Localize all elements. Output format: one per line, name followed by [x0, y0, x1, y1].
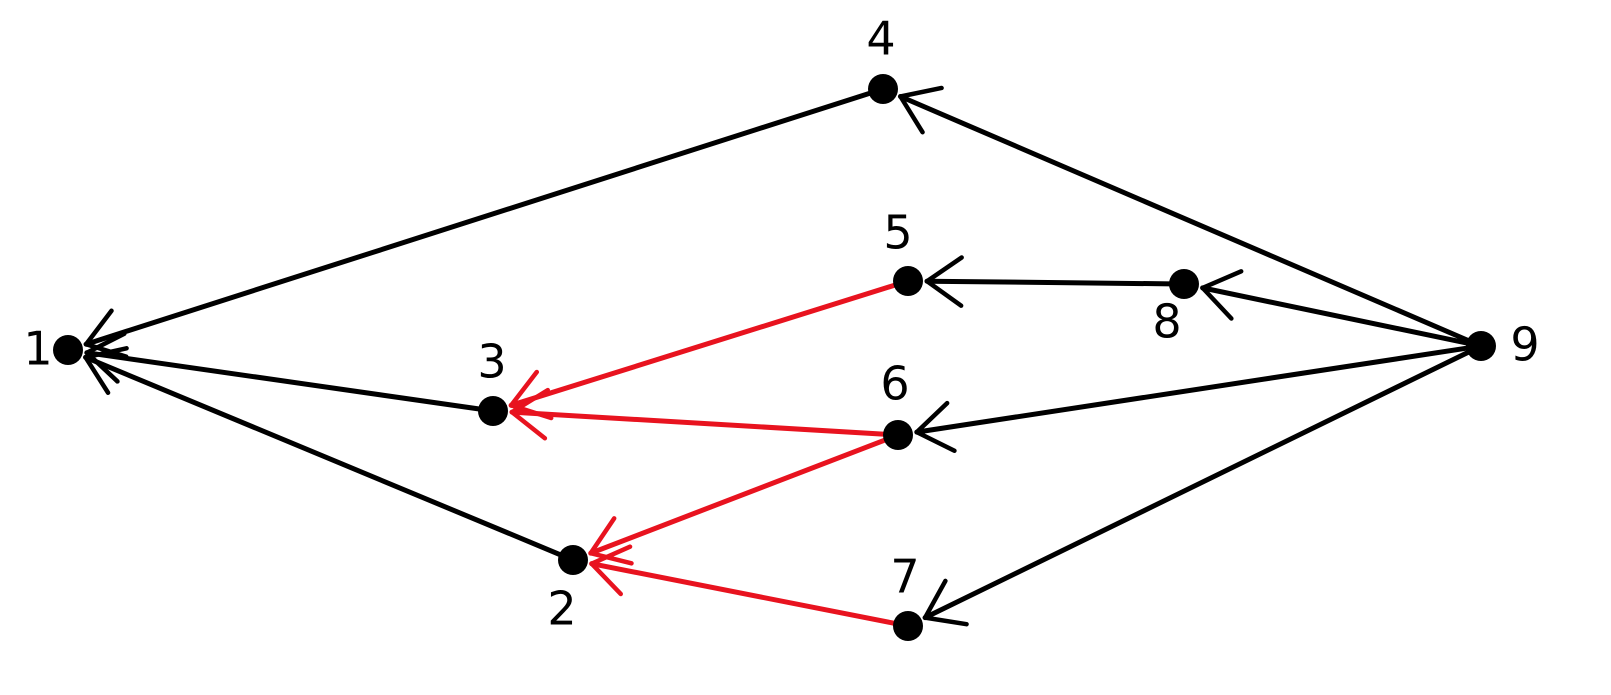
- node-label-6: 6: [880, 357, 909, 411]
- edge-8-to-5: [924, 278, 1174, 287]
- arrowhead-9-to-6: [914, 400, 957, 454]
- node-7: [893, 611, 923, 641]
- edge-3-to-1: [84, 350, 483, 412]
- node-9: [1466, 331, 1496, 361]
- edge-9-to-8: [1200, 285, 1471, 346]
- node-label-7: 7: [890, 550, 919, 604]
- nodes-layer: [53, 74, 1496, 641]
- edge-6-to-3: [509, 409, 888, 437]
- edge-7-to-2: [589, 561, 898, 626]
- edges-layer: [83, 85, 1472, 627]
- edge-5-to-3: [508, 282, 899, 408]
- edge-2-to-1: [83, 354, 564, 558]
- edge-9-to-6: [914, 345, 1471, 435]
- arrowhead-3-to-1: [84, 331, 127, 384]
- node-4: [868, 74, 898, 104]
- node-5: [893, 266, 923, 296]
- edge-9-to-7: [922, 349, 1472, 621]
- arrowhead-9-to-4: [898, 85, 944, 135]
- node-2: [558, 545, 588, 575]
- arrowhead-2-to-1: [83, 346, 129, 395]
- node-label-5: 5: [883, 206, 912, 260]
- node-3: [478, 396, 508, 426]
- node-label-4: 4: [866, 12, 895, 66]
- arrowhead-9-to-8: [1200, 269, 1244, 321]
- node-6: [883, 420, 913, 450]
- node-label-1: 1: [23, 322, 52, 376]
- node-8: [1169, 269, 1199, 299]
- arrowhead-6-to-3: [509, 387, 550, 441]
- node-label-2: 2: [547, 582, 576, 636]
- arrowhead-8-to-5: [924, 255, 964, 308]
- edge-4-to-1: [83, 90, 874, 347]
- arrowhead-6-to-2: [588, 516, 634, 566]
- arrowhead-9-to-7: [922, 578, 969, 627]
- edge-6-to-2: [588, 437, 889, 556]
- node-label-8: 8: [1152, 295, 1181, 349]
- node-1: [53, 335, 83, 365]
- node-label-9: 9: [1510, 318, 1539, 372]
- node-label-3: 3: [477, 335, 506, 389]
- labels-layer: 1 2 3 4 5 6 7 8 9: [23, 12, 1539, 636]
- edge-9-to-4: [897, 94, 1472, 344]
- arrowhead-7-to-2: [589, 544, 633, 597]
